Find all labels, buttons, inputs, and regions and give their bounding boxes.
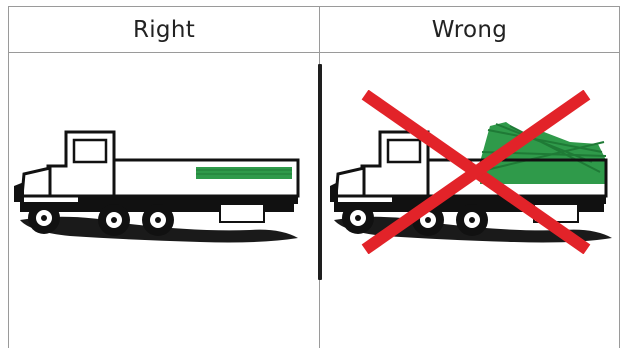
table-border-left xyxy=(8,6,9,348)
header-wrong: Wrong xyxy=(320,7,619,52)
table-border-right xyxy=(619,6,620,348)
header-divider xyxy=(8,52,620,53)
cross-x-icon xyxy=(356,90,594,254)
truck-correct-load-icon xyxy=(10,112,306,254)
separator-bar xyxy=(318,64,322,280)
header-right: Right xyxy=(9,7,319,52)
